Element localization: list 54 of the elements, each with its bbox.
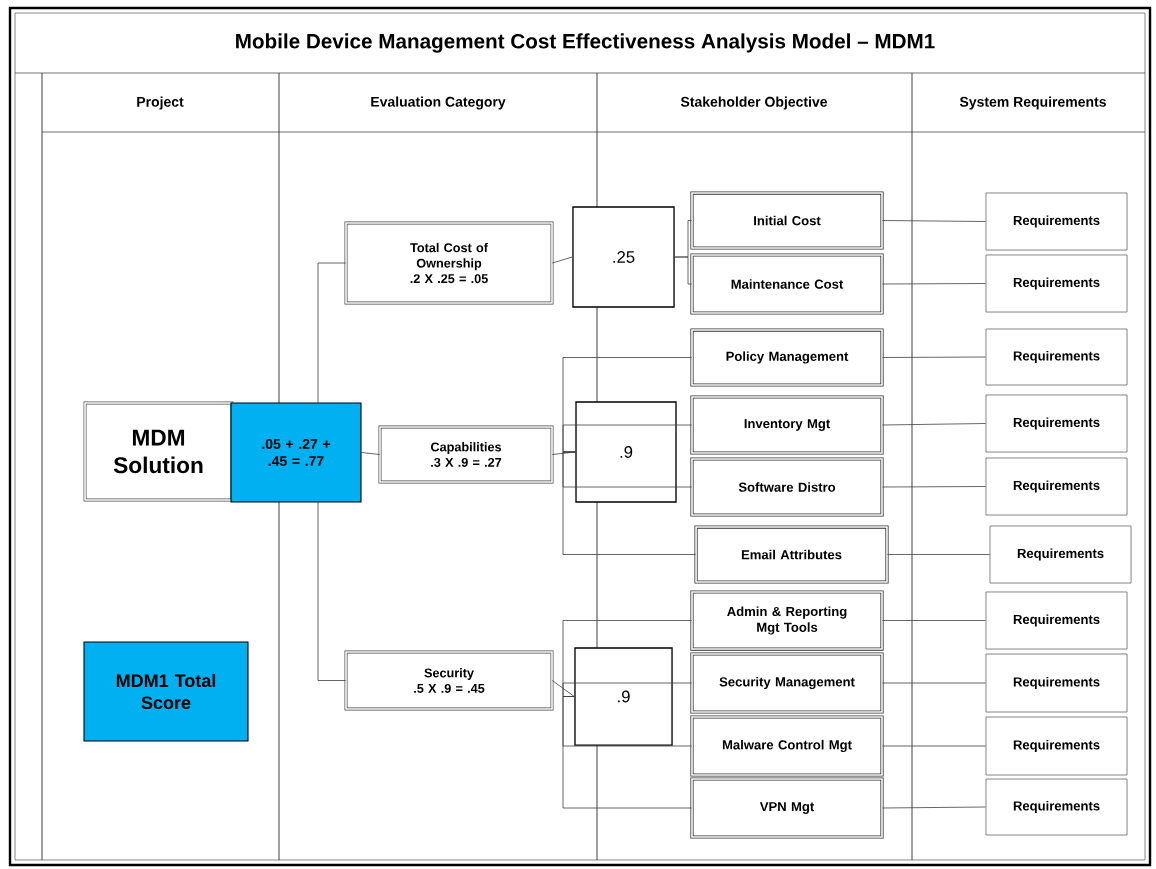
connector-line <box>562 451 697 555</box>
objective-box: VPN Mgt <box>690 777 884 839</box>
connector-line <box>882 745 986 747</box>
requirements-box: Requirements <box>985 716 1128 776</box>
connector-line <box>562 682 692 697</box>
connector-line <box>887 554 990 555</box>
requirements-box: Requirements <box>985 457 1128 516</box>
objective-box: Malware Control Mgt <box>690 715 884 777</box>
connector-line <box>882 220 986 222</box>
connector-line <box>882 283 986 285</box>
connector-line <box>674 256 692 285</box>
connector-line <box>361 452 381 455</box>
connector-line <box>562 696 692 809</box>
connector-line <box>562 424 692 453</box>
requirements-box: Requirements <box>985 653 1128 713</box>
connector-line <box>317 501 347 681</box>
connector-line <box>317 262 347 404</box>
objective-box: Inventory Mgt <box>690 395 884 455</box>
column-header: System Requirements <box>959 96 1106 110</box>
requirements-box: Requirements <box>985 254 1128 313</box>
connector-line <box>882 486 986 488</box>
weight-box: .9 <box>575 401 677 503</box>
connector-line <box>882 682 986 684</box>
connector-line <box>882 620 986 621</box>
column-header: Project <box>137 96 184 110</box>
objective-box: Email Attributes <box>694 525 889 584</box>
weight-box: .25 <box>572 206 675 308</box>
total-score-box: MDM1 Total Score <box>83 641 249 742</box>
solution-box: MDM Solution <box>83 401 234 502</box>
objective-box: Maintenance Cost <box>690 253 884 315</box>
title: Mobile Device Management Cost Effectiveness Analysis Model – MDM1 <box>236 33 935 53</box>
category-box: Total Cost of Ownership .2 X .25 = .05 <box>344 221 554 305</box>
connector-line <box>882 356 986 358</box>
requirements-box: Requirements <box>985 394 1128 453</box>
connector-line <box>882 423 986 426</box>
category-box: Security .5 X .9 = .45 <box>344 650 554 711</box>
connector-line <box>551 256 573 264</box>
score-box: .05 + .27 + .45 = .77 <box>230 402 362 503</box>
requirements-box: Requirements <box>989 525 1132 584</box>
requirements-box: Requirements <box>985 778 1128 836</box>
column-header: Evaluation Category <box>371 96 506 110</box>
objective-box: Security Management <box>690 652 884 714</box>
objective-box: Admin & Reporting Mgt Tools <box>690 590 884 651</box>
connector-line <box>882 806 986 809</box>
column-header: Stakeholder Objective <box>680 96 828 110</box>
objective-box: Initial Cost <box>690 191 884 250</box>
connector-line <box>551 680 575 697</box>
requirements-box: Requirements <box>985 591 1128 650</box>
category-box: Capabilities .3 X .9 = .27 <box>378 425 554 484</box>
objective-box: Policy Management <box>690 328 884 387</box>
requirements-box: Requirements <box>985 328 1128 386</box>
objective-box: Software Distro <box>690 457 884 517</box>
requirements-box: Requirements <box>985 192 1128 251</box>
weight-box: .9 <box>574 647 673 746</box>
